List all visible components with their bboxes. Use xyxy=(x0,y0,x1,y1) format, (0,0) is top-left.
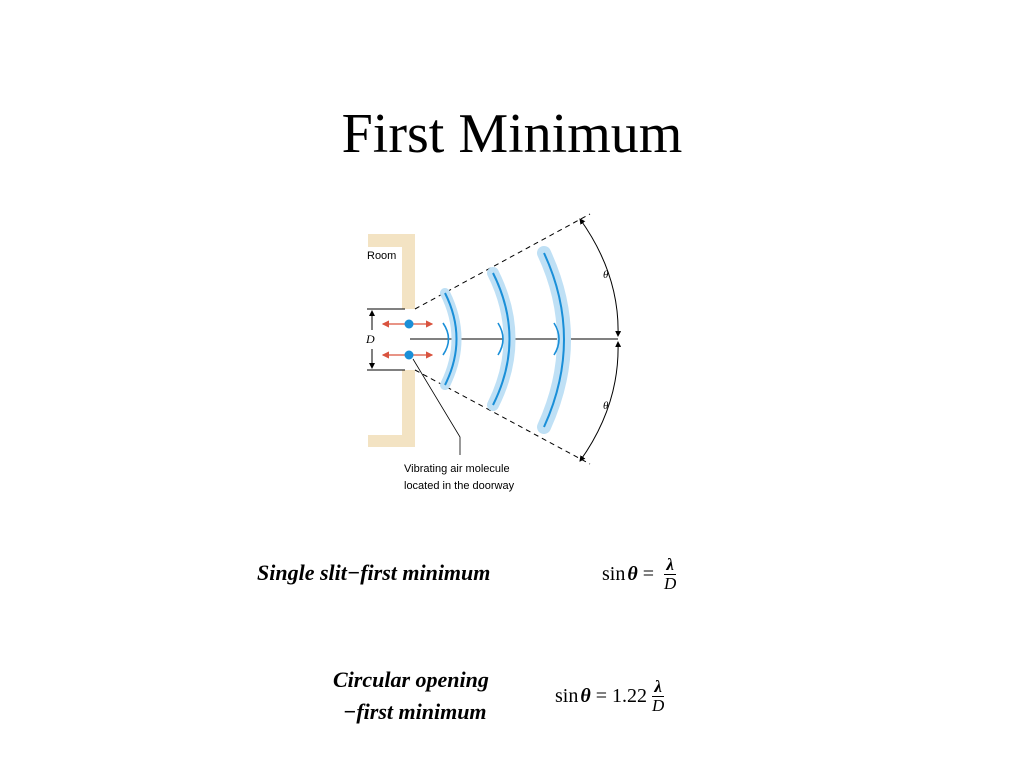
air-molecule-bottom xyxy=(404,350,414,360)
callout-leader-line xyxy=(412,358,461,455)
air-molecule-top xyxy=(404,319,414,329)
fraction-denominator: D xyxy=(652,696,665,715)
equals-sign: = xyxy=(642,563,655,585)
fraction-denominator: D xyxy=(664,574,677,593)
coefficient: 1.22 xyxy=(612,685,648,707)
wavefront-3-inner xyxy=(553,322,560,356)
theta-arc-lower xyxy=(579,341,622,462)
wavefront-3 xyxy=(543,252,565,428)
beam-edge-upper xyxy=(414,213,591,310)
theta-variable: θ xyxy=(627,563,638,585)
caption-line-1: Vibrating air molecule xyxy=(404,463,510,475)
d-label: D xyxy=(365,332,375,346)
caption-line-2: located in the doorway xyxy=(404,480,515,492)
circular-opening-label-line-1: Circular opening xyxy=(333,667,489,692)
sin-function: sin xyxy=(555,685,579,707)
lambda-over-d-fraction: λ D xyxy=(662,556,678,593)
lambda-over-d-fraction: λ D xyxy=(650,678,666,715)
room-label: Room xyxy=(367,250,396,262)
wavefront-1 xyxy=(444,292,458,386)
circular-opening-label-line-2: −first minimum xyxy=(343,699,487,724)
equals-sign: = xyxy=(595,685,608,707)
wavefront-1-inner xyxy=(442,322,450,356)
theta-variable: θ xyxy=(580,685,591,707)
fraction-numerator: λ xyxy=(664,555,676,575)
slide-title: First Minimum xyxy=(341,103,683,165)
diffraction-figure: Room D θ θ Vibrating xyxy=(350,205,650,505)
single-slit-formula: sin θ = λ D xyxy=(602,556,678,593)
room-wall-bottom xyxy=(368,370,415,447)
room-wall-top xyxy=(368,234,415,309)
single-slit-label: Single slit−first minimum xyxy=(257,560,491,585)
beam-edge-lower xyxy=(414,369,591,465)
diffraction-diagram: Room D θ θ Vibrating xyxy=(365,213,622,492)
theta-arc-upper xyxy=(579,218,622,337)
theta-label-lower: θ xyxy=(603,400,609,412)
circular-opening-formula: sin θ = 1.22 λ D xyxy=(555,678,666,715)
fraction-numerator: λ xyxy=(652,677,664,697)
sin-function: sin xyxy=(602,563,626,585)
wavefront-2-inner xyxy=(497,322,504,356)
theta-label-upper: θ xyxy=(603,269,609,281)
wavefront-2 xyxy=(492,272,511,406)
